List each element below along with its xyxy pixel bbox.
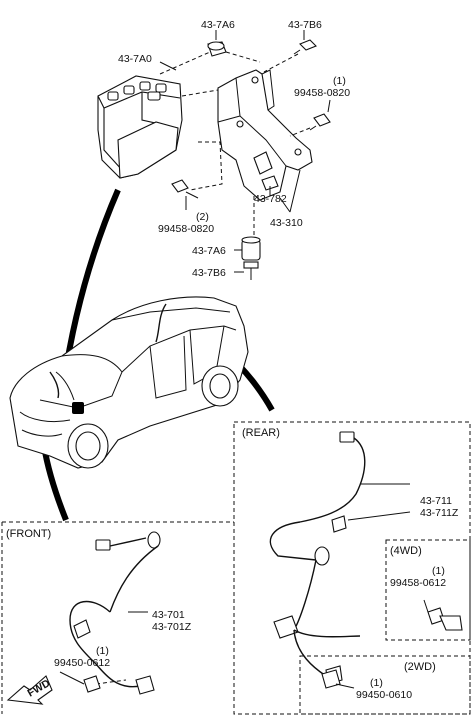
label-bolt-4wd-qty: (1) xyxy=(432,565,445,577)
label-lower-mount: 43-7A6 xyxy=(192,245,226,257)
bracket-nut xyxy=(261,175,279,191)
rear-sensor-drawing xyxy=(269,431,411,685)
rear-section-title: (REAR) xyxy=(242,427,280,439)
label-hu-bolt: 43-7B6 xyxy=(288,19,322,31)
bracket-drawing xyxy=(217,69,313,201)
bolt-right xyxy=(309,113,331,131)
label-front-bolt-qty: (1) xyxy=(96,645,109,657)
label-lower-bolt: 43-7B6 xyxy=(192,267,226,279)
label-hydraulic-unit: 43-7A0 xyxy=(118,53,152,65)
front-frame xyxy=(1,521,234,714)
label-bolt-4wd: 99458-0612 xyxy=(390,577,446,589)
4wd-section-title: (4WD) xyxy=(390,545,422,557)
lower-mount-rubber xyxy=(241,236,261,261)
label-bolt-0820-lower-qty: (2) xyxy=(196,211,209,223)
label-bracket: 43-310 xyxy=(270,217,303,229)
2wd-section-title: (2WD) xyxy=(404,661,436,673)
fwd-arrow-icon: FWD xyxy=(6,675,53,705)
4wd-box xyxy=(385,539,471,641)
label-hu-bracket: 43-7A6 xyxy=(201,19,235,31)
lower-bolt xyxy=(243,261,259,280)
hu-bolt-top xyxy=(293,39,317,55)
front-sensor-drawing xyxy=(69,531,161,695)
label-front-sensor-b: 43-701Z xyxy=(152,621,192,633)
label-bracket-nut: 43-782 xyxy=(254,193,287,205)
bolt-lower-left xyxy=(171,179,199,199)
label-bolt-2wd: 99450-0610 xyxy=(356,689,412,701)
2wd-box xyxy=(299,655,471,715)
label-front-sensor-a: 43-701 xyxy=(152,609,185,621)
front-section-title: (FRONT) xyxy=(6,528,51,540)
label-bolt-2wd-qty: (1) xyxy=(370,677,383,689)
label-bolt-0820-lower: 99458-0820 xyxy=(158,223,214,235)
vehicle-drawing xyxy=(9,296,249,469)
front-bolt xyxy=(59,671,101,693)
hu-bracket-mount xyxy=(207,41,227,57)
label-bolt-0820-qty: (1) xyxy=(333,75,346,87)
label-bolt-0820: 99458-0820 xyxy=(294,87,350,99)
label-rear-sensor-b: 43-711Z xyxy=(420,507,459,519)
hydraulic-unit-drawing xyxy=(97,75,183,179)
label-rear-sensor-a: 43-711 xyxy=(420,495,452,507)
label-front-bolt: 99450-0612 xyxy=(54,657,110,669)
